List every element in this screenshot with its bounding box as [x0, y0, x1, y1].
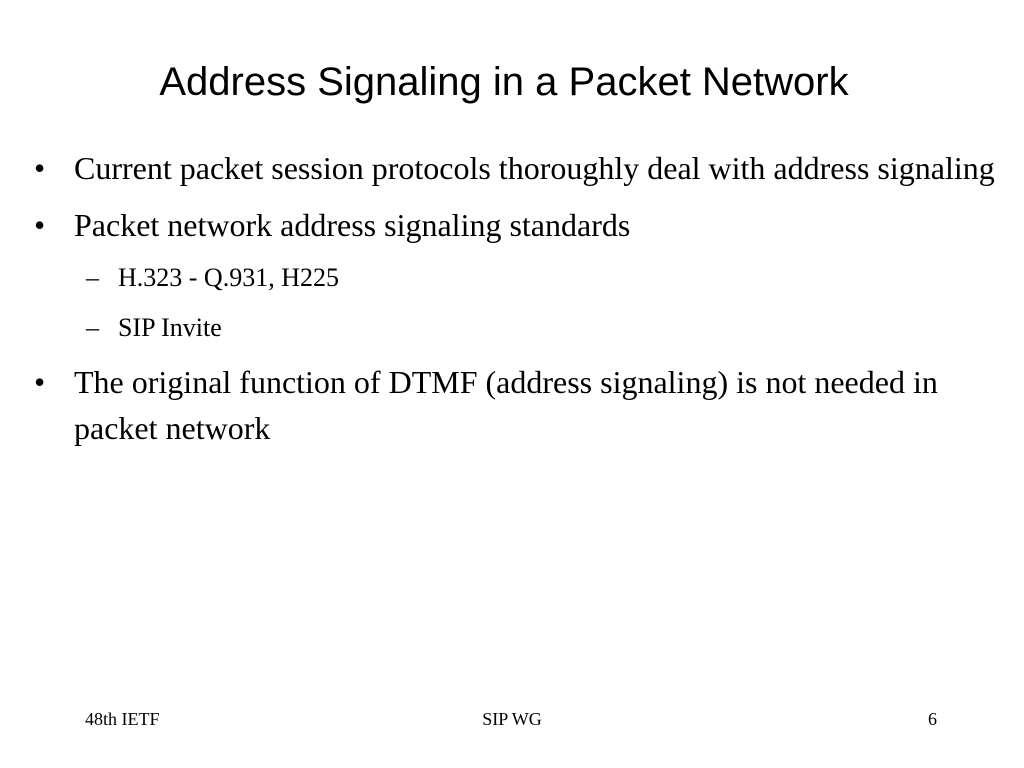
bullet-marker: • — [34, 207, 46, 243]
sub-bullet-text: SIP Invite — [118, 313, 222, 342]
bullet-item: • Current packet session protocols thoro… — [34, 145, 1004, 191]
slide-title: Address Signaling in a Packet Network — [159, 60, 849, 104]
bullet-text: The original function of DTMF (address s… — [74, 364, 938, 446]
dash-marker: – — [86, 313, 99, 342]
sub-bullet-item: – H.323 - Q.931, H225 — [34, 259, 1004, 297]
footer-group: SIP WG — [482, 709, 542, 729]
bullet-marker: • — [34, 364, 46, 400]
bullet-list: • Current packet session protocols thoro… — [34, 145, 1004, 462]
bullet-marker: • — [34, 150, 46, 186]
bullet-item: • Packet network address signaling stand… — [34, 202, 1004, 248]
bullet-item: • The original function of DTMF (address… — [34, 359, 1004, 451]
dash-marker: – — [86, 263, 99, 292]
bullet-text: Current packet session protocols thoroug… — [74, 150, 995, 186]
footer-event: 48th IETF — [85, 709, 160, 729]
bullet-text: Packet network address signaling standar… — [74, 207, 631, 243]
slide-number: 6 — [928, 709, 937, 729]
sub-bullet-text: H.323 - Q.931, H225 — [118, 263, 339, 292]
sub-bullet-item: – SIP Invite — [34, 309, 1004, 347]
